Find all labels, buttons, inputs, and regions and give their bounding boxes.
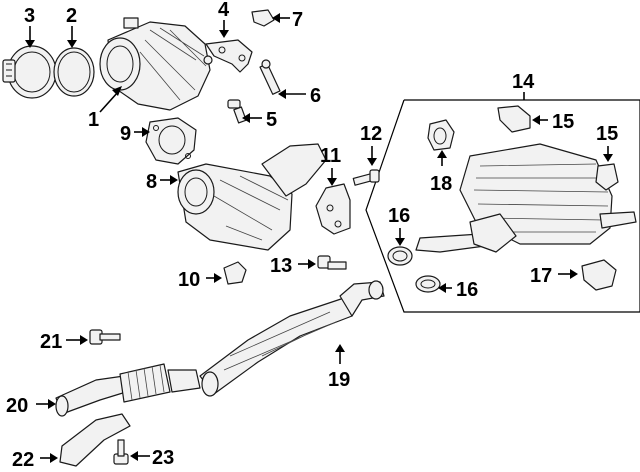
callout-23: 23	[152, 447, 174, 469]
callout-2: 2	[66, 5, 77, 27]
callout-16-lower: 16	[456, 279, 478, 301]
intermediate-pipe-part[interactable]	[199, 280, 385, 397]
callout-6: 6	[310, 85, 321, 107]
oxygen-sensor-part[interactable]	[259, 59, 281, 95]
leader-lines	[25, 13, 613, 463]
callout-22: 22	[12, 449, 34, 471]
callout-4: 4	[218, 0, 230, 21]
callout-numbers: 1 2 3 4 5 6 7 8 9 10 11 12 13 14 15 15 1…	[6, 0, 618, 471]
clamp-part[interactable]	[2, 45, 57, 99]
muffler-inset-panel	[365, 99, 640, 313]
callout-16-upper: 16	[388, 205, 410, 227]
clip-part[interactable]	[251, 9, 275, 27]
heat-shield-part[interactable]	[59, 413, 131, 467]
callout-7: 7	[292, 9, 303, 31]
front-pipe-part[interactable]	[55, 363, 201, 417]
callout-9: 9	[120, 123, 131, 145]
bolt-part-23[interactable]	[113, 439, 129, 465]
callout-5: 5	[266, 109, 277, 131]
callout-1: 1	[88, 109, 99, 131]
callout-11: 11	[320, 145, 341, 167]
particulate-filter-part[interactable]	[177, 143, 327, 251]
bracket-part[interactable]	[205, 39, 253, 73]
bolt-part-12[interactable]	[352, 169, 380, 186]
callout-3: 3	[24, 5, 35, 27]
muffler-isolator-part[interactable]	[427, 119, 455, 151]
rubber-mount-part[interactable]	[223, 261, 247, 285]
tail-pipe-bracket-part[interactable]	[581, 259, 617, 291]
catalytic-converter-housing[interactable]	[99, 17, 213, 111]
bolt-part-5[interactable]	[227, 99, 247, 124]
callout-13: 13	[270, 255, 292, 277]
callout-15-top: 15	[552, 111, 574, 133]
muffler-clamp-part-lower[interactable]	[415, 275, 441, 293]
bolt-part-21[interactable]	[89, 329, 121, 345]
rear-muffler-part[interactable]	[415, 143, 637, 253]
callout-10: 10	[178, 269, 200, 291]
callout-14: 14	[512, 71, 535, 93]
callout-15-side: 15	[596, 123, 618, 145]
gasket-ring-part[interactable]	[53, 47, 95, 97]
callout-8: 8	[146, 171, 157, 193]
callout-18: 18	[430, 173, 452, 195]
callout-12: 12	[360, 123, 382, 145]
callout-20: 20	[6, 395, 28, 417]
muffler-hanger-part-top[interactable]	[497, 105, 531, 133]
muffler-clamp-part-upper[interactable]	[387, 246, 413, 266]
hanger-bracket-part[interactable]	[315, 183, 351, 235]
callout-19: 19	[328, 369, 350, 391]
muffler-hanger-part-side[interactable]	[595, 163, 619, 191]
flange-gasket-part[interactable]	[145, 117, 197, 165]
callout-21: 21	[40, 331, 62, 353]
stud-part-13[interactable]	[317, 255, 347, 270]
callout-17: 17	[530, 265, 552, 287]
